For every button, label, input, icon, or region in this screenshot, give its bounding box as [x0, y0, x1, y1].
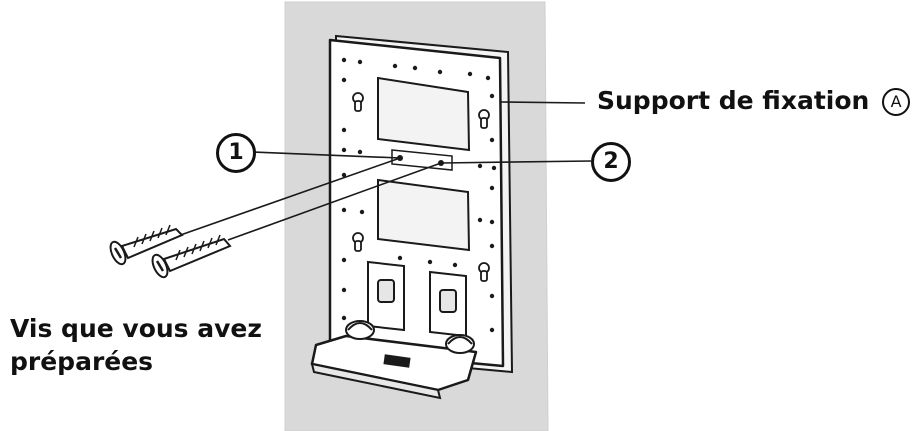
bracket-label: Support de fixation A	[597, 84, 911, 117]
screw-1	[109, 224, 184, 266]
leader-lines	[171, 101, 592, 241]
bracket-label-text: Support de fixation	[597, 86, 870, 115]
bottom-shelf-lip	[310, 362, 442, 400]
bracket-upper-window	[377, 76, 471, 152]
screw-2	[151, 234, 232, 279]
screws-label-line-1: Vis que vous avez	[10, 314, 262, 343]
shelf-slot	[383, 354, 411, 368]
bracket-lower-window	[377, 178, 471, 252]
callout-2: 2	[591, 142, 631, 182]
callout-1: 1	[216, 133, 256, 173]
bracket-letter-badge: A	[882, 88, 911, 116]
latch-tabs	[367, 260, 467, 338]
mounting-holes	[341, 57, 497, 333]
keyhole-slots	[352, 92, 490, 282]
hinges	[345, 320, 475, 354]
screws-label: Vis que vous avez préparées	[10, 312, 262, 378]
screws-label-line-2: préparées	[10, 347, 154, 376]
